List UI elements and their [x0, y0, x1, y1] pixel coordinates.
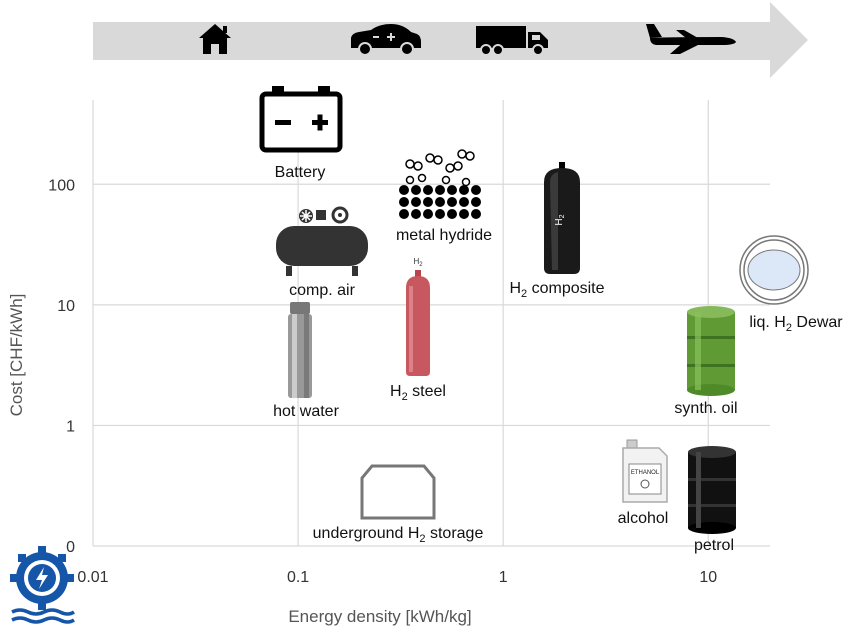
oil-barrel-icon	[687, 306, 735, 396]
y-tick-label: 0	[66, 539, 75, 556]
underground-storage-icon	[360, 464, 436, 520]
h2-valve-mark: H2	[413, 257, 423, 268]
jug-label: ETHANOL	[631, 470, 660, 476]
label-metal-hydride: metal hydride	[396, 227, 492, 244]
label-petrol: petrol	[694, 537, 734, 554]
dewar-icon	[739, 235, 809, 305]
label-synth-oil: synth. oil	[674, 400, 737, 417]
x-tick-label: 0.01	[77, 569, 108, 586]
label-dewar: liq. H2 Dewar	[749, 314, 843, 334]
label-alcohol: alcohol	[618, 510, 669, 527]
compressor-icon	[276, 206, 368, 276]
car-icon	[351, 24, 421, 56]
label-underground: underground H2 storage	[313, 525, 484, 545]
thermos-icon	[288, 302, 312, 398]
point-labels: Battery metal hydride H2 composite comp.…	[273, 164, 843, 554]
y-tick-label: 1	[66, 418, 75, 435]
metal-hydride-icon	[399, 149, 481, 219]
label-h2-steel: H2 steel	[390, 383, 446, 403]
composite-cylinder-icon: H2	[544, 162, 580, 274]
icons-layer: H2 H2	[10, 86, 809, 624]
y-axis-title: Cost [CHF/kWh]	[7, 294, 26, 417]
x-tick-label: 1	[499, 569, 508, 586]
steel-cylinder-icon: H2	[406, 257, 430, 376]
h2-cylinder-mark: H2	[554, 214, 566, 225]
label-h2-composite: H2 composite	[509, 280, 604, 300]
label-comp-air: comp. air	[289, 282, 355, 299]
truck-icon	[476, 26, 548, 56]
y-tick-label: 10	[57, 298, 75, 315]
y-tick-label: 100	[48, 177, 75, 194]
transport-arrow	[93, 2, 808, 78]
ethanol-jug-icon: ETHANOL	[622, 439, 668, 503]
x-tick-label: 10	[699, 569, 717, 586]
label-hot-water: hot water	[273, 403, 339, 420]
label-battery: Battery	[275, 164, 326, 181]
house-icon	[199, 24, 231, 54]
petrol-barrel-icon	[688, 446, 736, 534]
x-tick-label: 0.1	[287, 569, 309, 586]
airplane-icon	[646, 24, 736, 54]
battery-icon	[259, 86, 343, 153]
x-axis-title: Energy density [kWh/kg]	[288, 607, 471, 626]
logo-icon	[10, 546, 75, 624]
